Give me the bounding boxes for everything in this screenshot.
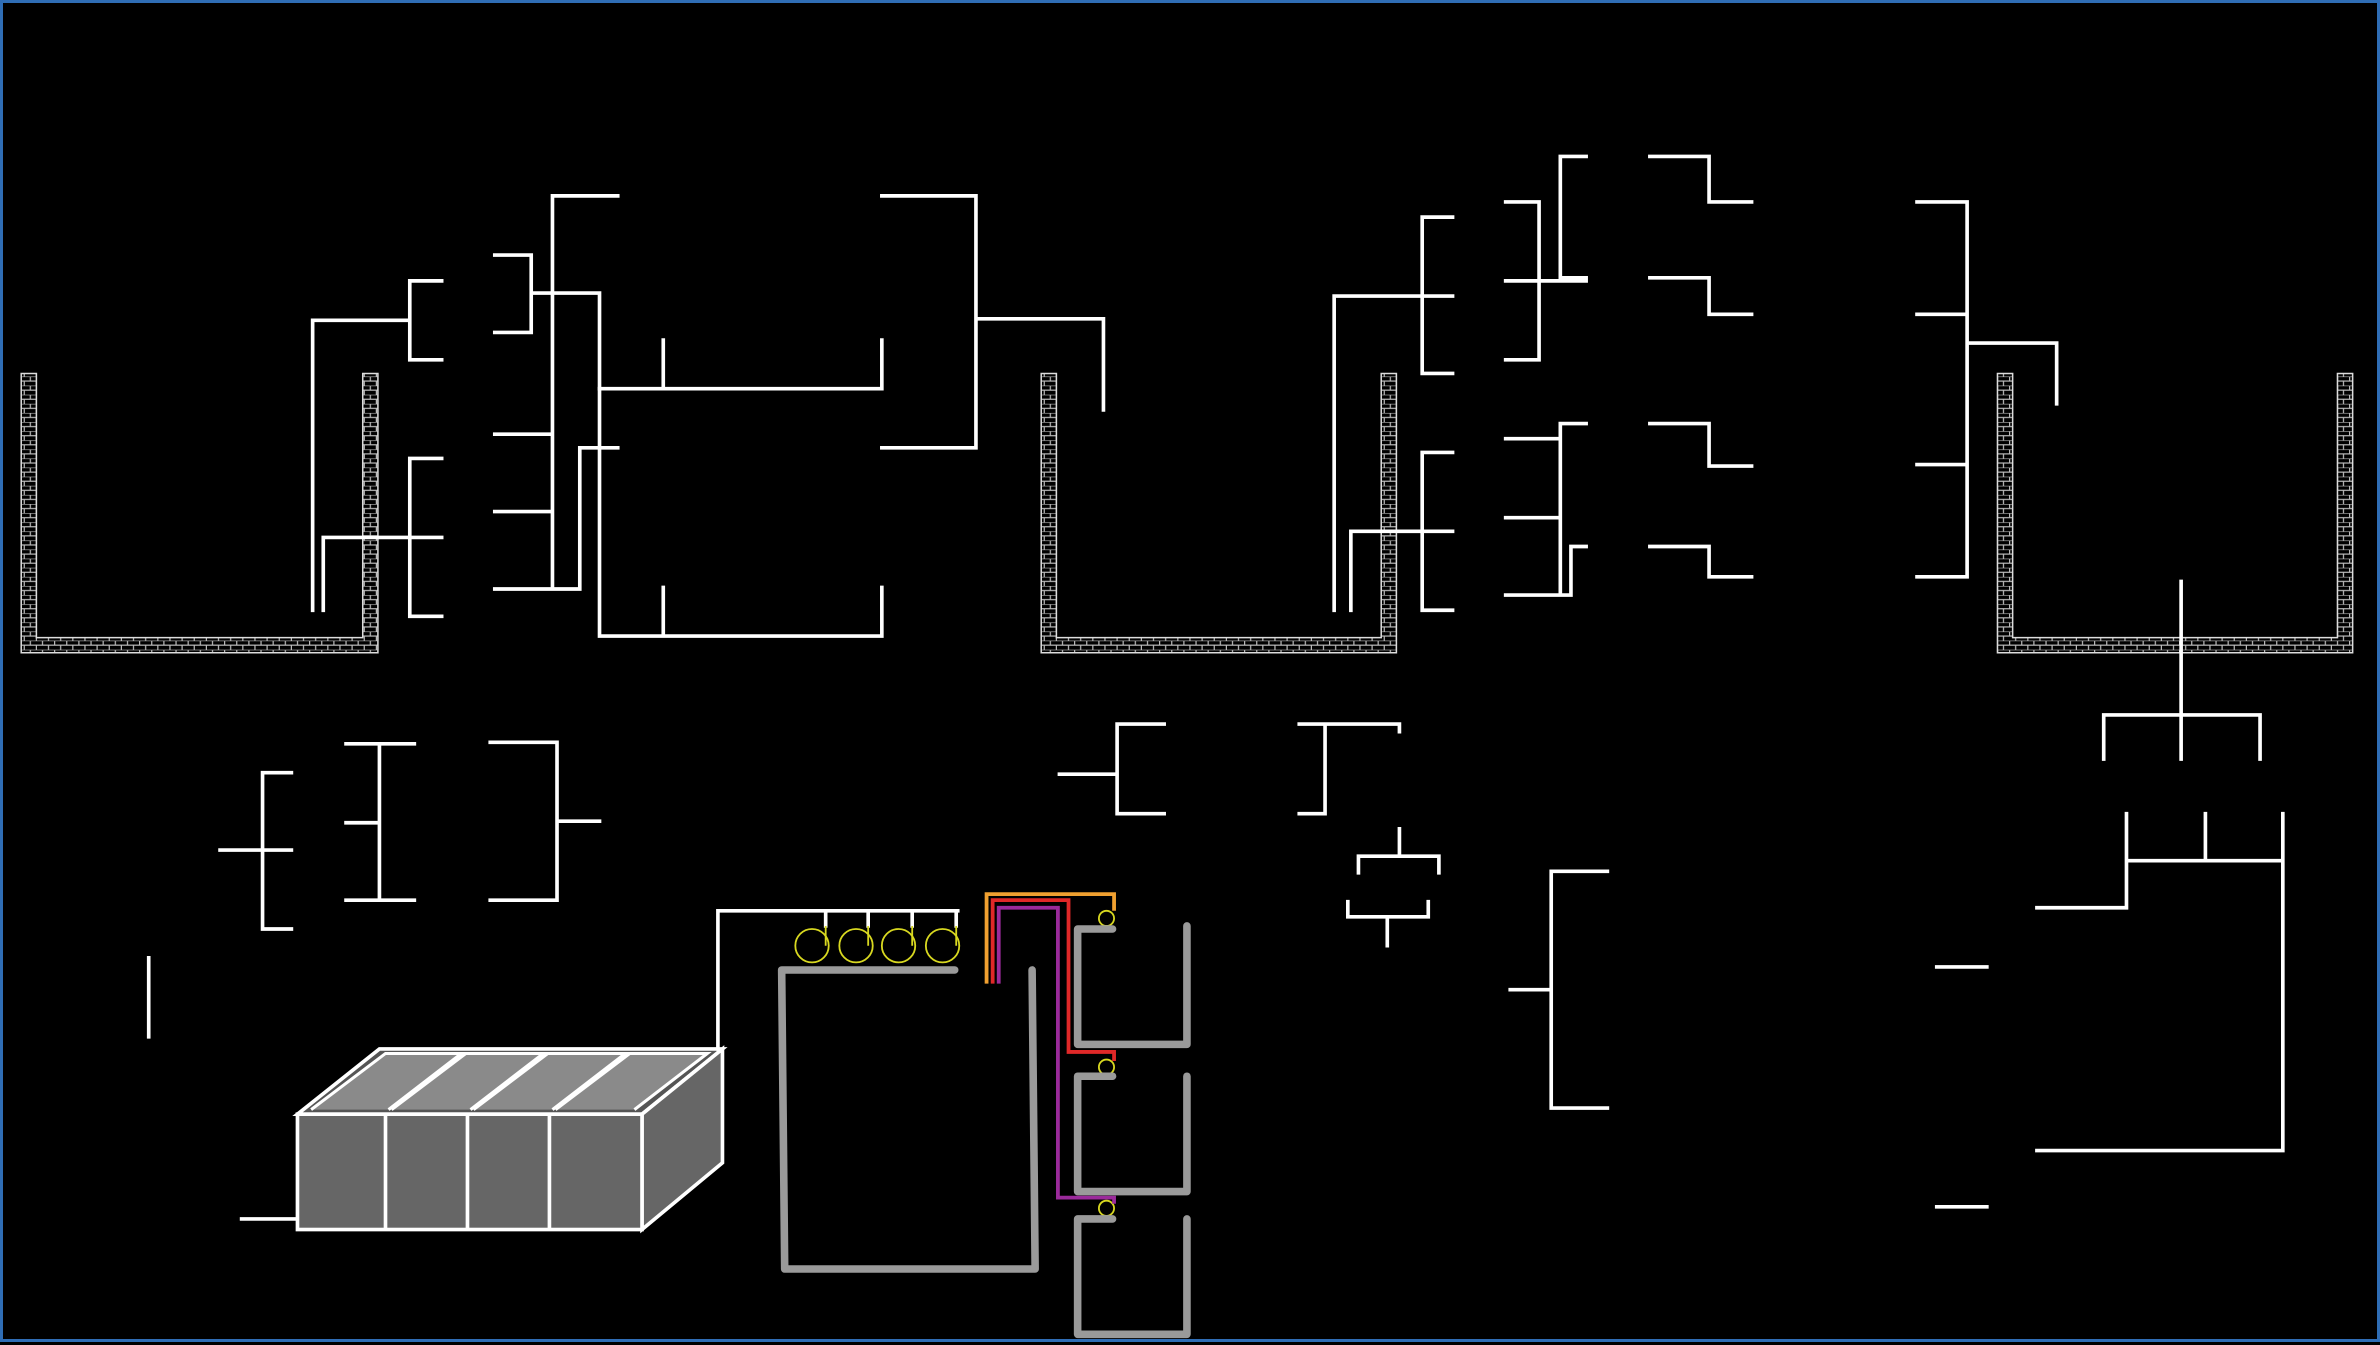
blower-group bbox=[794, 909, 1115, 1217]
small-tank-1 bbox=[1073, 922, 1191, 1049]
air-line-red bbox=[990, 898, 1116, 1062]
blower-icon bbox=[924, 928, 961, 964]
brick-tank-left bbox=[20, 372, 379, 654]
air-line-purple bbox=[996, 905, 1116, 1204]
lower-manifolds bbox=[146, 722, 2285, 1209]
blower-icon bbox=[794, 928, 830, 964]
blower-icon bbox=[880, 928, 917, 964]
blower-icon bbox=[838, 928, 874, 964]
filter-box bbox=[239, 1045, 728, 1234]
main-tank bbox=[777, 966, 1039, 1273]
air-header bbox=[716, 908, 960, 1051]
pipe-network-left bbox=[310, 194, 1106, 638]
blower-icon bbox=[1097, 909, 1115, 927]
brick-tank-middle bbox=[1040, 372, 1398, 654]
pipe-network-right bbox=[1915, 200, 2262, 761]
air-line-orange bbox=[984, 892, 1116, 984]
small-tank-3 bbox=[1073, 1215, 1191, 1339]
process-diagram bbox=[20, 154, 2354, 1339]
pipe-network-middle bbox=[1332, 154, 1754, 613]
blower-icon bbox=[1097, 1199, 1115, 1217]
brick-tank-right bbox=[1996, 372, 2354, 654]
small-tank-2 bbox=[1073, 1072, 1191, 1196]
